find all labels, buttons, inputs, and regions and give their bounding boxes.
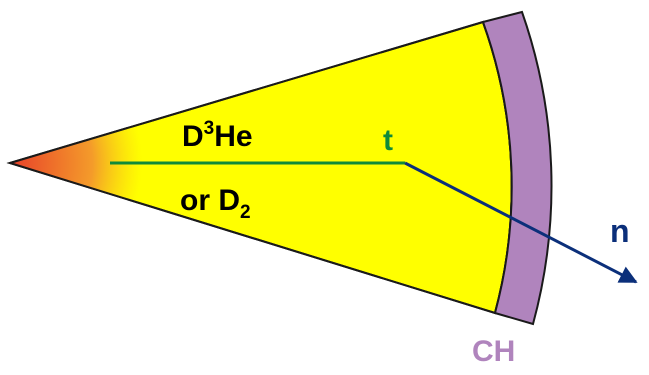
neutron-label: n: [610, 213, 630, 249]
ch-shell: [481, 10, 553, 326]
fuel-label-line2: or D2: [180, 184, 251, 223]
shell-label: CH: [472, 335, 515, 368]
triton-label: t: [383, 124, 393, 157]
fuel-label-line1: D3He: [182, 118, 253, 153]
neutron-track: [404, 161, 638, 284]
